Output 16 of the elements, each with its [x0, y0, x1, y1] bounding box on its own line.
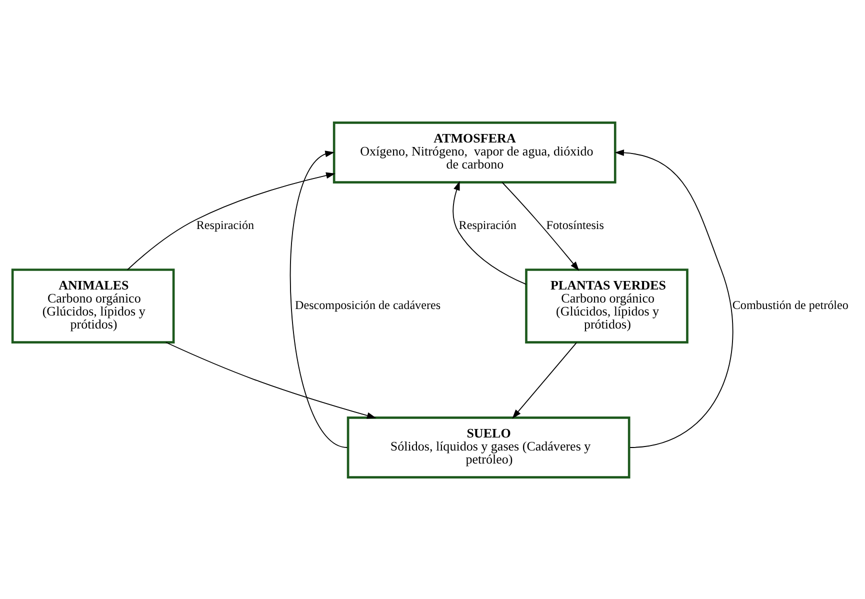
arrow: [614, 148, 734, 448]
arrow: [290, 150, 348, 448]
arrow: [452, 180, 527, 284]
node-box: ATMOSFERA Oxígeno, Nitrógeno, vapor de agua, dióxido de carbono: [332, 121, 616, 183]
arrow: [512, 342, 578, 418]
edge-label: Combustión de petróleo: [732, 298, 848, 312]
node-box: ANIMALES Carbono orgánico (Glúcidos, lípidos y prótidos): [11, 268, 175, 343]
node-box: SUELO Sólidos, líquidos y gases (Cadáveres y petróleo): [346, 416, 630, 478]
arrow: [165, 341, 376, 418]
edge-label: Descomposición de cadáveres: [295, 298, 441, 312]
node-box: PLANTAS VERDES Carbono orgánico (Glúcidos, lípidos y prótidos): [525, 268, 688, 343]
edge-label: Respiración: [458, 218, 516, 232]
edge-label: Fotosíntesis: [546, 218, 604, 232]
arrow: [126, 172, 336, 270]
arrow: [502, 181, 580, 270]
edge-label: Respiración: [196, 218, 254, 232]
